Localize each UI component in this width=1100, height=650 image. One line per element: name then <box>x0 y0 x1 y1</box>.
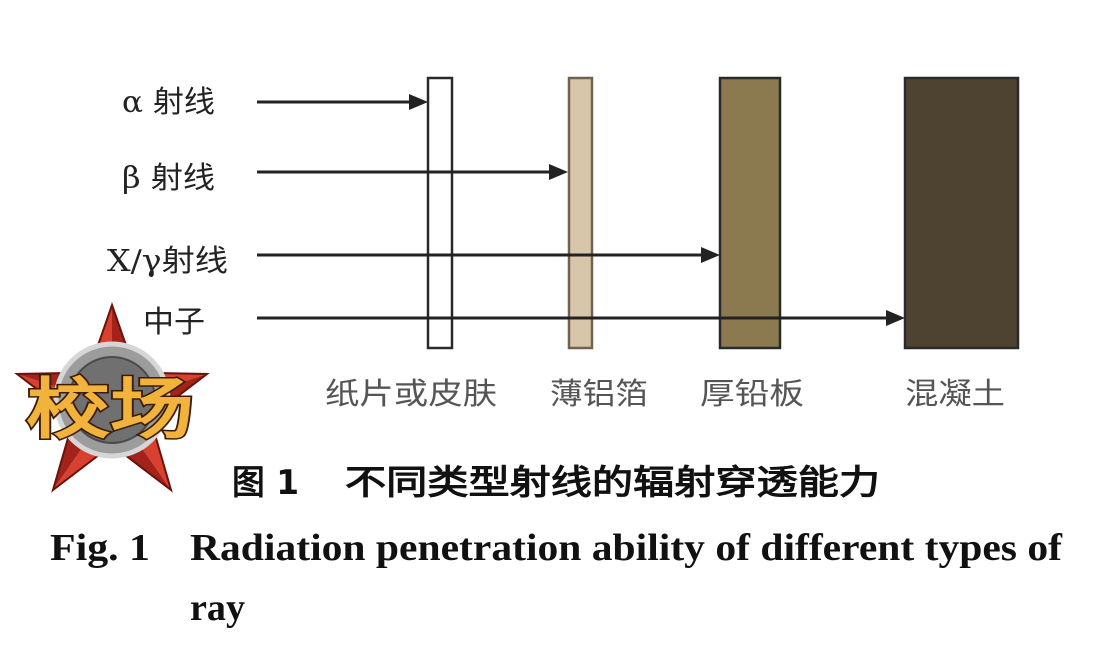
arrow-neutron-head <box>886 310 905 326</box>
barrier-label-concrete: 混凝土 <box>905 377 1005 412</box>
logo-text: 校场 <box>26 371 194 448</box>
ray-label-alpha: α 射线 <box>122 85 215 120</box>
figure-caption: 图 1 不同类型射线的辐射穿透能力 Fig. 1 Radiation penet… <box>50 463 1063 629</box>
barrier-label-thin-aluminum-foil: 薄铝箔 <box>550 377 648 412</box>
ray-label-beta: β 射线 <box>122 161 215 196</box>
arrow-beta-head <box>549 164 568 180</box>
arrow-xgamma <box>257 247 720 263</box>
barrier-thick-lead-plate <box>718 76 782 350</box>
barrier-thin-aluminum-foil <box>567 76 594 350</box>
arrow-xgamma-head <box>701 247 720 263</box>
caption-en-number: Fig. 1 <box>50 527 150 569</box>
caption-en-title-line2: ray <box>190 587 245 629</box>
barrier-paper <box>426 76 454 350</box>
barriers <box>426 76 1020 350</box>
arrow-beta <box>257 164 568 180</box>
red-star-badge-icon: 校场 <box>14 301 210 493</box>
arrow-alpha <box>257 94 428 110</box>
badge-center <box>68 356 156 444</box>
arrow-neutron <box>257 310 905 326</box>
barrier-label-thick-lead-plate: 厚铅板 <box>700 377 804 412</box>
ray-labels: α 射线 β 射线 X/γ射线 中子 <box>107 85 228 340</box>
ray-label-neutron: 中子 <box>143 305 205 340</box>
arrow-alpha-head <box>409 94 428 110</box>
ray-arrows <box>257 94 905 326</box>
caption-cn-title: 不同类型射线的辐射穿透能力 <box>345 463 880 503</box>
ray-label-xgamma: X/γ射线 <box>107 244 228 279</box>
caption-cn-number: 图 1 <box>232 463 299 503</box>
barrier-labels: 纸片或皮肤 薄铝箔 厚铅板 混凝土 <box>325 377 1005 412</box>
barrier-label-paper: 纸片或皮肤 <box>325 377 497 412</box>
caption-en-title-line1: Radiation penetration ability of differe… <box>190 527 1063 569</box>
barrier-concrete <box>903 76 1020 350</box>
